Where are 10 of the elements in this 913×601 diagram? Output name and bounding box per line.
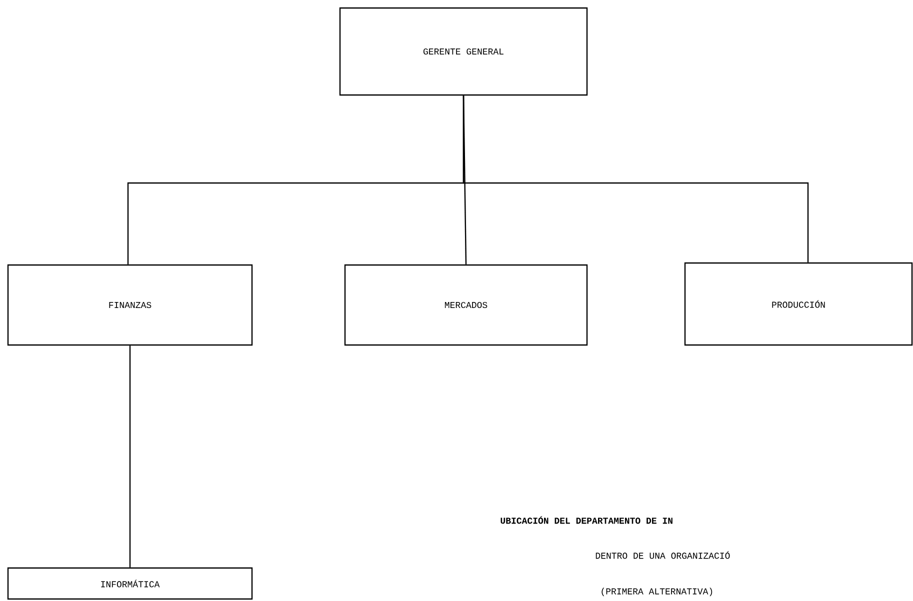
org-box: INFORMÁTICA xyxy=(7,567,253,600)
connector-line xyxy=(462,96,809,262)
org-box: PRODUCCIÓN xyxy=(684,262,913,346)
caption-text: UBICACIÓN DEL DEPARTAMENTO DE IN xyxy=(500,516,672,524)
caption-text: (PRIMERA ALTERNATIVA) xyxy=(602,588,712,596)
connector-line xyxy=(129,346,131,568)
org-box: FINANZAS xyxy=(7,264,253,346)
org-box: GERENTE GENERAL xyxy=(339,7,588,96)
org-box: MERCADOS xyxy=(344,264,588,346)
caption-text: DENTRO DE UNA ORGANIZACIÓ xyxy=(596,551,730,559)
